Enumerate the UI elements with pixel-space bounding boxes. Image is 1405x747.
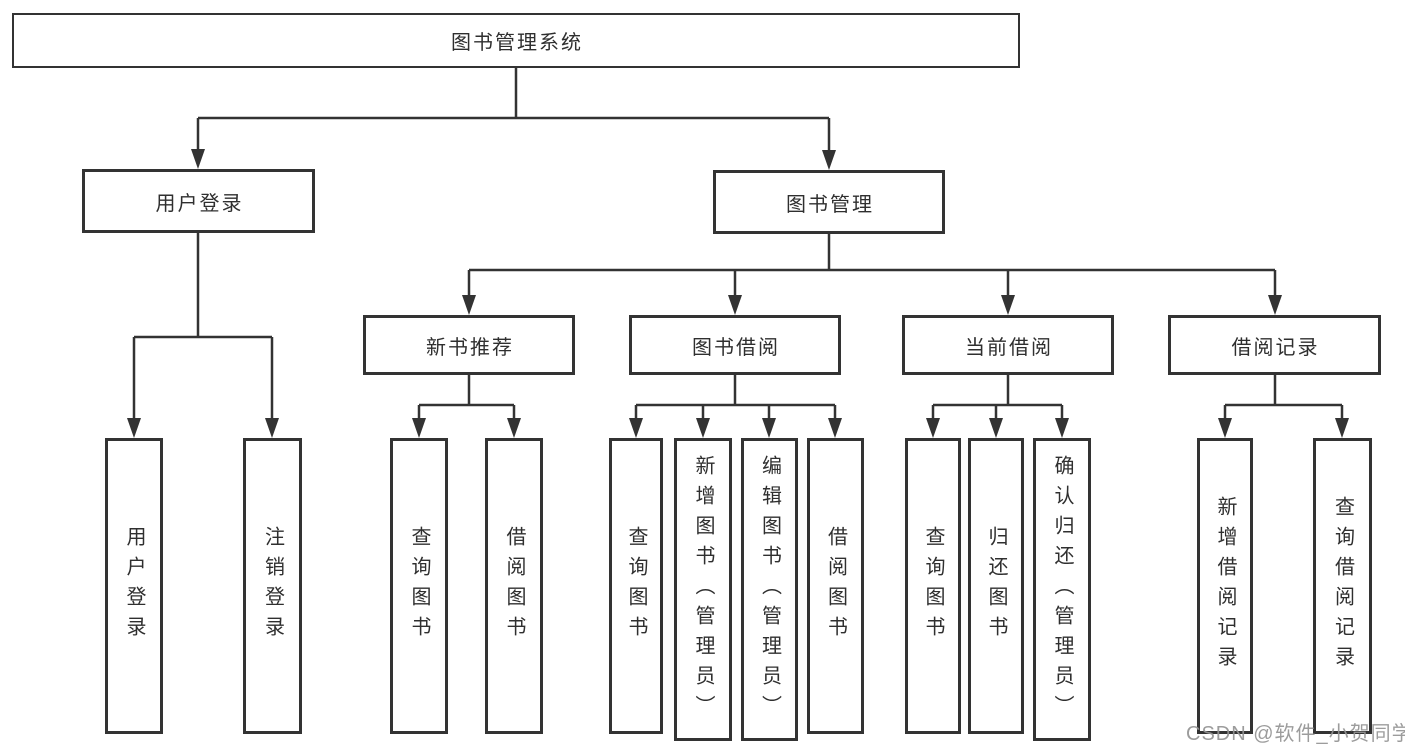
arrow-down-icon xyxy=(412,418,426,438)
leaf-logout: 注销登录 xyxy=(243,438,302,734)
leaf-query-books-borrow: 查询图书 xyxy=(609,438,663,734)
arrow-down-icon xyxy=(822,150,836,170)
leaf-borrow-books: 借阅图书 xyxy=(807,438,864,734)
connector-bookmgmt-to-level3 xyxy=(467,234,1277,298)
node-library-system: 图书管理系统 xyxy=(12,13,1020,68)
node-label: 注销登录 xyxy=(261,526,284,646)
node-label: 用户登录 xyxy=(123,526,145,646)
node-label: 图书管理 xyxy=(786,193,874,216)
arrow-down-icon xyxy=(1335,418,1349,438)
arrow-down-icon xyxy=(1218,418,1232,438)
node-label: 借阅记录 xyxy=(1231,336,1320,359)
arrow-down-icon xyxy=(1001,295,1015,315)
connector-bookborrow-to-leaves xyxy=(634,375,837,421)
node-book-borrowing: 图书借阅 xyxy=(629,315,841,375)
node-label: 查询借阅记录 xyxy=(1331,496,1354,676)
leaf-confirm-return-admin: 确认归还（管理员） xyxy=(1033,438,1091,741)
connector-newbook-to-leaves xyxy=(417,375,516,421)
leaf-query-books-current: 查询图书 xyxy=(905,438,961,734)
arrow-down-icon xyxy=(191,149,205,169)
leaf-query-books-recommend: 查询图书 xyxy=(390,438,448,734)
node-label: 归还图书 xyxy=(985,526,1007,646)
connector-records-to-leaves xyxy=(1223,375,1344,421)
csdn-watermark: CSDN @软件_小贺同学 xyxy=(1186,723,1405,745)
arrow-down-icon xyxy=(507,418,521,438)
node-label: 编辑图书（管理员） xyxy=(758,454,781,725)
arrow-down-icon xyxy=(629,418,643,438)
arrow-down-icon xyxy=(762,418,776,438)
node-label: 借阅图书 xyxy=(503,526,525,646)
node-label: 图书管理系统 xyxy=(451,32,583,54)
leaf-add-borrow-record: 新增借阅记录 xyxy=(1197,438,1253,734)
leaf-query-borrow-record: 查询借阅记录 xyxy=(1313,438,1372,734)
node-label: 借阅图书 xyxy=(824,526,847,646)
connector-currentborrow-to-leaves xyxy=(931,375,1064,421)
arrow-down-icon xyxy=(828,418,842,438)
node-book-management: 图书管理 xyxy=(713,170,945,234)
leaf-edit-books-admin: 编辑图书（管理员） xyxy=(741,438,798,741)
connector-userlogin-to-leaves xyxy=(132,233,274,421)
leaf-user-login: 用户登录 xyxy=(105,438,163,734)
arrow-down-icon xyxy=(265,418,279,438)
leaf-borrow-books-recommend: 借阅图书 xyxy=(485,438,543,734)
node-label: 新增借阅记录 xyxy=(1214,496,1236,676)
node-label: 当前借阅 xyxy=(965,336,1053,359)
node-label: 确认归还（管理员） xyxy=(1051,454,1073,725)
arrow-down-icon xyxy=(926,418,940,438)
leaf-return-books: 归还图书 xyxy=(968,438,1024,734)
node-label: 新增图书（管理员） xyxy=(692,454,714,725)
node-label: 新书推荐 xyxy=(426,336,514,359)
arrow-down-icon xyxy=(728,295,742,315)
node-new-book-recommendation: 新书推荐 xyxy=(363,315,575,375)
node-borrowing-records: 借阅记录 xyxy=(1168,315,1381,375)
arrow-down-icon xyxy=(462,295,476,315)
arrow-down-icon xyxy=(1268,295,1282,315)
leaf-add-books-admin: 新增图书（管理员） xyxy=(674,438,732,741)
arrow-down-icon xyxy=(127,418,141,438)
node-label: 查询图书 xyxy=(922,526,944,646)
connector-root-to-level2 xyxy=(196,68,831,153)
node-label: 用户登录 xyxy=(155,192,244,215)
node-label: 图书借阅 xyxy=(692,336,780,359)
node-label: 查询图书 xyxy=(625,526,647,646)
arrow-down-icon xyxy=(696,418,710,438)
node-current-borrowing: 当前借阅 xyxy=(902,315,1114,375)
node-user-login-branch: 用户登录 xyxy=(82,169,315,233)
node-label: 查询图书 xyxy=(408,526,430,646)
arrow-down-icon xyxy=(989,418,1003,438)
arrow-down-icon xyxy=(1055,418,1069,438)
